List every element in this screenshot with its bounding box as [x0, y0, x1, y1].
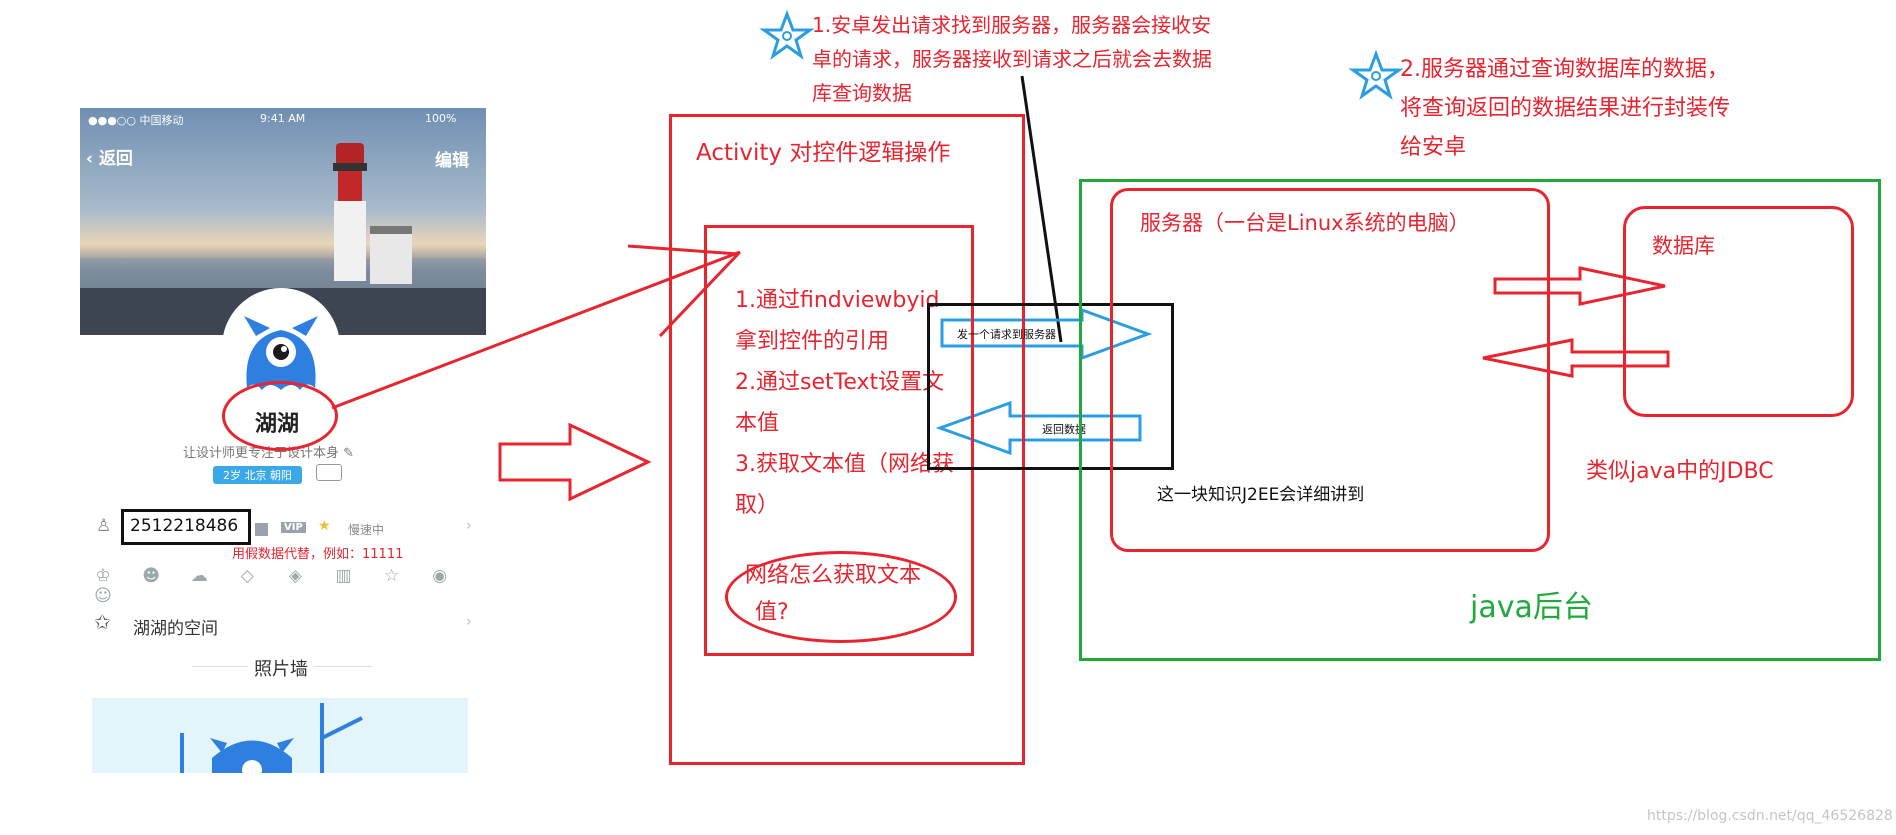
- note-line: 1.安卓发出请求找到服务器，服务器会接收安: [812, 13, 1212, 37]
- time-label: 9:41 AM: [260, 112, 306, 125]
- network-question: 网络怎么获取文本 值?: [745, 557, 921, 631]
- avatar: [222, 288, 340, 406]
- step-line: 2.通过setText设置文: [735, 370, 945, 395]
- note-line: 库查询数据: [812, 81, 912, 105]
- back-label: 返回: [98, 149, 133, 169]
- gem-icon: ◈: [288, 566, 302, 586]
- nickname-to-activity-line: [331, 250, 741, 410]
- java-backend-label: java后台: [1470, 590, 1593, 625]
- photo-wall-title: 照片墙: [248, 655, 314, 681]
- activity-box: [669, 114, 1025, 765]
- java-backend-box: [1079, 179, 1881, 661]
- database-box: [1623, 206, 1854, 417]
- qq-number: 2512218486: [130, 516, 239, 536]
- signature-text: 让设计师更专注于设计本身: [183, 446, 340, 461]
- robot-icon: ☻: [142, 566, 160, 586]
- j2ee-note: 这一块知识J2EE会详细讲到: [1157, 485, 1365, 505]
- response-label: 返回数据: [1042, 423, 1086, 436]
- pencil-icon: ✎: [343, 446, 355, 461]
- vip-badge: VIP: [281, 522, 306, 533]
- request-label: 发一个请求到服务器: [957, 328, 1056, 341]
- keeper-house: [370, 226, 412, 284]
- photo-wall-image: [92, 698, 468, 773]
- chevron-right-icon: ›: [466, 518, 472, 534]
- lighthouse: [330, 143, 370, 281]
- qq-number-box: 2512218486: [121, 509, 251, 545]
- arrowhead: [627, 244, 742, 338]
- question-ellipse: [725, 551, 957, 643]
- star-badge-icon: ★: [318, 518, 331, 534]
- step-line: 3.获取文本值（网络获: [735, 452, 954, 477]
- phone-screenshot: ●●●○○ 中国移动 9:41 AM 100% ‹ 返回 编辑 湖湖 让设计师更…: [80, 108, 486, 773]
- request-arrow: [940, 307, 1153, 361]
- diamond-icon: ◇: [240, 566, 254, 586]
- activity-steps: 1.通过findviewbyid 拿到控件的引用 2.通过setText设置文 …: [735, 280, 954, 526]
- badge-icon: [316, 464, 342, 481]
- server-response-note: 2.服务器通过查询数据库的数据， 将查询返回的数据结果进行封装传 给安卓: [1400, 50, 1730, 167]
- battery-label: 100%: [425, 112, 457, 125]
- server-title: 服务器（一台是Linux系统的电脑）: [1140, 211, 1470, 235]
- eye-icon: ◉: [432, 566, 448, 586]
- star-outline-icon: ☆: [383, 566, 400, 586]
- activity-steps-box: [704, 225, 974, 656]
- activity-title: Activity 对控件逻辑操作: [696, 140, 951, 166]
- hollow-arrow-right: [498, 422, 652, 502]
- step-line: 取）: [735, 493, 780, 518]
- note-pointer-line: [1020, 75, 1063, 343]
- space-star-icon: ✩: [94, 610, 111, 634]
- db-to-server-arrow: [1482, 338, 1670, 378]
- android-request-note: 1.安卓发出请求找到服务器，服务器会接收安 卓的请求，服务器接收到请求之后就会去…: [812, 8, 1212, 110]
- question-line: 值?: [755, 600, 789, 625]
- server-to-db-arrow: [1493, 266, 1666, 306]
- edit-button[interactable]: 编辑: [435, 151, 469, 171]
- carrier-label: ●●●○○ 中国移动: [88, 114, 184, 127]
- chevron-left-icon: ‹: [86, 149, 94, 169]
- response-arrow: [935, 400, 1142, 456]
- vip-square-icon: [255, 523, 268, 536]
- crown-icon: ♔: [95, 566, 111, 586]
- transfer-box: [927, 303, 1174, 470]
- step-line: 拿到控件的引用: [735, 329, 890, 354]
- qzone-link[interactable]: 湖湖的空间: [133, 619, 218, 639]
- star-icon: [1348, 49, 1404, 100]
- jdbc-note: 类似java中的JDBC: [1586, 459, 1774, 484]
- step-line: 1.通过findviewbyid: [735, 288, 940, 313]
- back-button[interactable]: ‹ 返回: [86, 144, 133, 169]
- service-icons-row: ♔ ☻ ☁ ◇ ◈ ▥ ☆ ◉ ☺: [92, 566, 486, 606]
- note-line: 将查询返回的数据结果进行封装传: [1400, 96, 1731, 121]
- profile-tags: 2岁 北京 朝阳: [213, 466, 302, 484]
- mask-icon: ☺: [94, 586, 112, 606]
- step-line: 本值: [735, 411, 780, 436]
- penguin-icon: ♙: [96, 516, 112, 536]
- fake-data-note: 用假数据代替，例如：11111: [232, 547, 404, 562]
- note-line: 卓的请求，服务器接收到请求之后就会去数据: [812, 47, 1212, 71]
- watermark: https://blog.csdn.net/qq_46526828: [1647, 808, 1893, 824]
- sea: [80, 258, 486, 288]
- cloud-icon: ☁: [190, 566, 208, 586]
- chevron-right-icon: ›: [466, 614, 472, 630]
- star-icon: [759, 9, 815, 60]
- nickname-highlight: [222, 381, 338, 451]
- database-title: 数据库: [1652, 234, 1715, 258]
- server-box: [1110, 188, 1550, 552]
- question-line: 网络怎么获取文本: [745, 563, 922, 588]
- note-line: 给安卓: [1400, 135, 1467, 160]
- book-icon: ▥: [335, 566, 352, 586]
- signature: 让设计师更专注于设计本身 ✎: [183, 442, 354, 461]
- status-text: 慢速中: [348, 523, 385, 537]
- note-line: 2.服务器通过查询数据库的数据，: [1400, 57, 1729, 82]
